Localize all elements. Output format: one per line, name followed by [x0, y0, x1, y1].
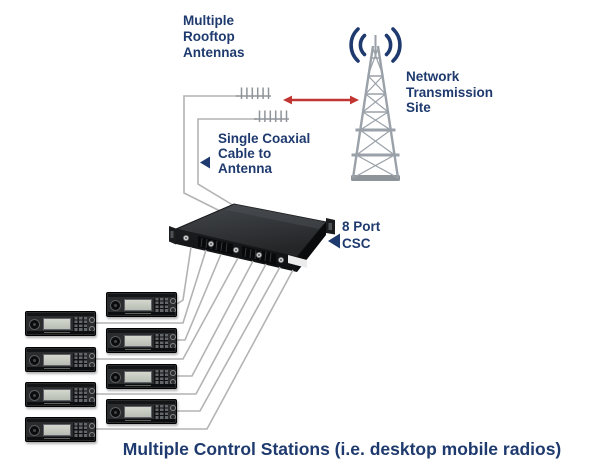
- coax-cables: [96, 246, 294, 430]
- radio-button: [89, 353, 95, 359]
- radio-lcd-display: [43, 424, 71, 436]
- radio-model-text: [125, 348, 151, 350]
- radio-keypad: [154, 405, 168, 420]
- radio-keypad: [73, 423, 87, 438]
- radio-lcd-display: [124, 406, 152, 418]
- coax-port-connectors: [182, 234, 285, 264]
- radio-speaker-grille: [27, 349, 94, 352]
- radio-keypad: [154, 370, 168, 385]
- radio-knob-marker: [33, 429, 36, 432]
- coax-cable-line: [96, 257, 239, 360]
- antenna-feed-line: [197, 118, 257, 211]
- radio-model-text: [125, 312, 151, 314]
- radio-keypad: [154, 334, 168, 349]
- antenna-feed-lines: [183, 95, 257, 213]
- csc-label: 8 Port CSC: [342, 219, 381, 251]
- control-station-radio: [25, 382, 96, 407]
- control-station-radio: [106, 399, 177, 424]
- radio-waves-icon: [349, 27, 402, 63]
- radio-speaker-grille: [27, 384, 94, 387]
- radio-speaker-grille: [108, 401, 175, 404]
- rooftop-antennas-label: Multiple Rooftop Antennas: [183, 13, 245, 60]
- unit-label-sticker: [288, 255, 307, 268]
- radio-knob-marker: [33, 323, 36, 326]
- rooftop-antenna-icons: [236, 87, 289, 122]
- control-station-radio: [25, 417, 96, 442]
- control-station-radio: [106, 292, 177, 317]
- left-pointer-triangle-icon: [328, 233, 340, 249]
- control-station-radio: [106, 364, 177, 389]
- radio-knob-marker: [114, 340, 117, 343]
- radio-model-text: [44, 437, 70, 439]
- control-station-radio: [25, 311, 96, 336]
- radio-button: [89, 388, 95, 394]
- radio-button: [170, 334, 176, 340]
- radio-keypad: [73, 388, 87, 403]
- radio-keypad: [154, 298, 168, 313]
- radio-knob-marker: [33, 394, 36, 397]
- radio-knob-marker: [114, 411, 117, 414]
- radio-button: [89, 423, 95, 429]
- transmission-site-label: Network Transmission Site: [406, 69, 494, 115]
- radio-model-text: [44, 402, 70, 404]
- radio-lcd-display: [43, 354, 71, 366]
- radio-model-text: [125, 384, 151, 386]
- control-station-radio: [25, 347, 96, 372]
- control-station-radio: [106, 328, 177, 353]
- left-pointer-triangle-icon: [200, 156, 210, 169]
- coax-cable-line: [177, 260, 254, 377]
- radio-knob-marker: [33, 359, 36, 362]
- coax-cable-line: [176, 246, 192, 305]
- diagram-caption: Multiple Control Stations (i.e. desktop …: [122, 439, 562, 459]
- transmission-tower-icon: [351, 35, 400, 181]
- double-headed-arrow-icon: [283, 95, 359, 105]
- radio-keypad: [73, 353, 87, 368]
- coax-cable-line: [96, 249, 207, 324]
- antenna-feed-line: [183, 95, 238, 213]
- radio-lcd-display: [124, 371, 152, 383]
- radio-speaker-grille: [108, 294, 175, 297]
- radio-lcd-display: [43, 318, 71, 330]
- radio-button: [170, 298, 176, 304]
- radio-button: [89, 317, 95, 323]
- radio-speaker-grille: [108, 330, 175, 333]
- coax-cable-line: [96, 269, 294, 430]
- radio-lcd-display: [124, 335, 152, 347]
- coax-cable-line: [96, 263, 267, 395]
- radio-button: [170, 405, 176, 411]
- radio-knob-marker: [114, 376, 117, 379]
- coax-cable-label: Single Coaxial Cable to Antenna: [218, 131, 311, 176]
- radio-lcd-display: [124, 299, 152, 311]
- radio-model-text: [44, 331, 70, 333]
- radio-speaker-grille: [108, 366, 175, 369]
- radio-keypad: [73, 317, 87, 332]
- radio-model-text: [44, 367, 70, 369]
- csc-rack-unit: [169, 203, 335, 272]
- radio-speaker-grille: [27, 419, 94, 422]
- radio-model-text: [125, 419, 151, 421]
- radio-speaker-grille: [27, 313, 94, 316]
- radio-knob-marker: [114, 304, 117, 307]
- radio-button: [170, 370, 176, 376]
- coax-cable-line: [177, 253, 222, 341]
- coax-cable-line: [177, 266, 281, 412]
- radio-lcd-display: [43, 389, 71, 401]
